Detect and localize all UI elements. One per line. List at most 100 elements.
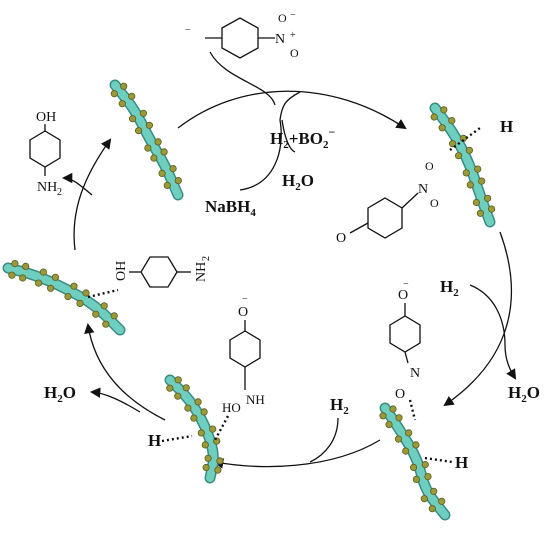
o-anion-nitroso: O: [398, 288, 408, 303]
arrow-h2-right-in: [469, 284, 506, 346]
cycle-arrows: [73, 90, 512, 469]
arrow-left-to-top: [73, 138, 112, 251]
nanoparticle-bead: [102, 320, 110, 328]
nabh4-label: NaBH4: [205, 197, 256, 219]
nh2-label-left: NH: [194, 262, 209, 282]
h-bottom-right: H: [455, 453, 468, 472]
nanoparticle-bead: [144, 144, 152, 152]
nanoparticle-bead: [483, 194, 492, 202]
h2-right-label: H2: [440, 277, 459, 299]
nh2-label-top: NH: [37, 180, 57, 195]
nanoparticle-bead: [190, 414, 198, 422]
nanoparticle-bead: [465, 146, 473, 154]
nanoparticle-bead: [129, 115, 137, 123]
strand-body: [4, 264, 124, 334]
nanoparticle-bead: [182, 384, 190, 392]
strand-left: [2, 259, 126, 336]
nanoparticle-bead: [34, 279, 43, 287]
adsorption-bond-left: [87, 288, 119, 299]
nanoparticle-bead: [120, 82, 128, 90]
nanoparticle-bead: [201, 441, 209, 449]
nanoparticle-bead: [409, 463, 418, 471]
nanoparticle-bead: [100, 302, 108, 310]
nanoparticle-bead: [200, 408, 208, 416]
nanoparticle-bead: [487, 205, 496, 213]
nanoparticle-bead: [424, 472, 432, 481]
minus-sign: −: [185, 25, 191, 36]
nanoparticle-bead: [118, 100, 126, 108]
reagent-labels: H2+BO2− H2O NaBH4 H2 H2O H H2 H H2O: [44, 125, 540, 472]
strand-body: [431, 104, 494, 226]
nanoparticle-bead: [202, 463, 210, 472]
nanoparticle-bead: [19, 274, 27, 282]
o-anion-hydroxylamine: O: [238, 305, 248, 320]
nanoparticle-bead: [110, 312, 118, 320]
nanoparticle-bead: [412, 475, 420, 483]
arrow-nabh4-in: [239, 91, 301, 191]
arrow-nitrophenolate-in: [209, 51, 276, 106]
nanoparticle-bead: [405, 429, 413, 437]
svg-text:−: −: [242, 294, 248, 305]
h2-bottom-label: H2: [330, 395, 349, 417]
nanoparticle-bead: [139, 109, 147, 117]
nanoparticle-bead: [64, 292, 72, 301]
nanoparticle-bead: [145, 121, 153, 129]
nitro-n-top: N: [275, 32, 285, 47]
nanoparticle-bead: [428, 505, 436, 513]
nanoparticle-bead: [39, 268, 48, 276]
benzene-ring: [221, 17, 259, 59]
o-anion-right: O: [336, 231, 346, 246]
nanoparticle-bead: [160, 148, 168, 156]
arrow-h2-bo2-out: [281, 119, 296, 153]
nanoparticle-bead: [163, 181, 171, 189]
nanoparticle-bead: [430, 487, 438, 495]
nanoparticle-bead: [22, 262, 30, 270]
nanoparticle-bead: [214, 466, 222, 474]
aminophenol-adsorbed: OH NH 2: [114, 256, 212, 288]
strand-body: [381, 404, 449, 519]
nanoparticle-bead: [51, 273, 60, 281]
nanoparticle-bead: [474, 165, 482, 173]
nanoparticle-bead: [448, 117, 456, 125]
nanoparticle-bead: [8, 271, 16, 279]
strand-bottom-right: [379, 402, 451, 521]
nanoparticle-bead: [389, 405, 397, 413]
hydroxylamine-intermediate: O − HO NH: [213, 294, 265, 441]
nanoparticle-bead: [11, 259, 19, 268]
h2o-right-label: H2O: [508, 383, 540, 405]
nanoparticle-bead: [412, 441, 420, 449]
nanoparticle-bead: [82, 289, 90, 297]
arrow-bottom-left: [212, 439, 381, 469]
nitro-n-right: N: [418, 182, 428, 197]
nanoparticle-bead: [174, 376, 182, 384]
arrow-h2o-right-out: [504, 344, 517, 380]
nitrosophenolate: O − N O: [389, 279, 421, 421]
svg-text:2: 2: [201, 256, 212, 261]
oh-label-left: OH: [114, 261, 129, 281]
nanoparticle-bead: [472, 198, 480, 207]
nanoparticle-bead: [478, 177, 486, 185]
oh-label-top: OH: [36, 110, 56, 125]
nanoparticle-bead: [438, 497, 446, 505]
nanoparticle-bead: [174, 392, 182, 400]
nanoparticle-bead: [110, 90, 118, 98]
nh-label: NH: [246, 392, 265, 407]
h2-bo2-label: H2+BO2−: [270, 125, 335, 151]
nitrophenolate-top: − N O O − +: [185, 10, 299, 60]
branch-arrows: [61, 51, 517, 463]
svg-text:O: O: [430, 196, 439, 210]
ho-label: HO: [222, 400, 241, 415]
arrow-right-down: [443, 231, 512, 407]
nanoparticle-bead: [158, 169, 166, 177]
nanoparticle-bead: [194, 398, 202, 406]
h-bottom-left: H: [148, 431, 161, 450]
nanoparticle-bead: [150, 154, 158, 162]
svg-text:−: −: [403, 279, 409, 290]
svg-text:O: O: [425, 159, 434, 173]
nitro-o-top-2: O: [290, 46, 299, 60]
nanoparticle-bead: [46, 284, 55, 292]
nanoparticle-bead: [166, 384, 174, 392]
nitrophenolate-adsorbed: O N O O H: [336, 117, 513, 246]
